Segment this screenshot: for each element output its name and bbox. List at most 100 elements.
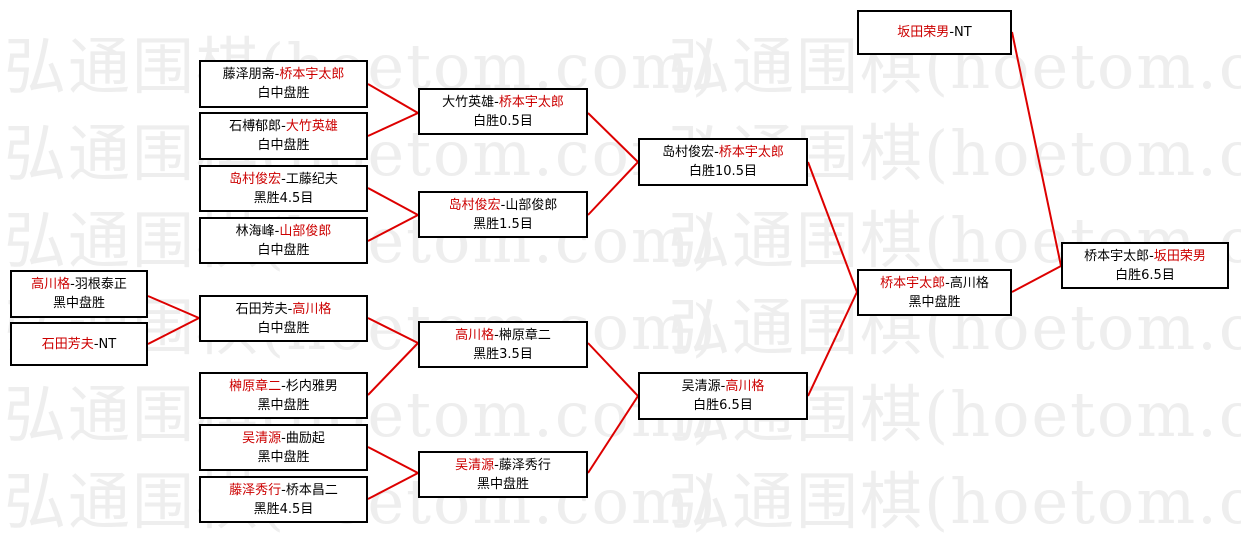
player-name: 藤泽朋斋	[222, 67, 275, 82]
player-name: NT	[98, 336, 117, 352]
match-result: 黑中盘胜	[908, 294, 961, 310]
player-name: 高川格	[949, 275, 989, 291]
connector-line	[367, 214, 419, 242]
player-name: 桥本宇太郎	[279, 67, 345, 82]
connector-line	[807, 291, 858, 397]
match-box: 石榑郁郎-大竹英雄 白中盘胜	[199, 112, 368, 160]
player-name: 羽根泰正	[74, 277, 127, 292]
match-box: 吴清源-高川格 白胜6.5目	[638, 372, 808, 420]
match-players: 石田芳夫-NT	[41, 336, 117, 352]
player-name: 岛村俊宏	[229, 171, 282, 187]
player-name: 岛村俊宏	[662, 145, 715, 160]
match-players: 藤泽秀行-桥本昌二	[229, 482, 338, 498]
connector-line	[147, 317, 200, 345]
player-name: 藤泽秀行	[229, 482, 282, 498]
match-result: 黑胜4.5目	[253, 501, 314, 517]
match-box: 大竹英雄-桥本宇太郎 白胜0.5目	[418, 88, 588, 135]
match-result: 白中盘胜	[257, 138, 310, 153]
connector-line	[1011, 265, 1062, 293]
match-box: 桥本宇太郎-坂田荣男 白胜6.5目	[1061, 242, 1229, 289]
match-box: 藤泽秀行-桥本昌二 黑胜4.5目	[199, 476, 368, 523]
player-name: 榊原章二	[229, 378, 282, 394]
match-players: 大竹英雄-桥本宇太郎	[442, 94, 564, 110]
player-name: NT	[954, 25, 972, 40]
match-players: 林海峰-山部俊郎	[235, 223, 332, 239]
player-name: 桥本宇太郎	[880, 275, 946, 291]
match-box: 岛村俊宏-山部俊郎 黑胜1.5目	[418, 191, 588, 238]
connector-line	[367, 446, 419, 474]
player-name: 高川格	[455, 327, 495, 343]
match-result: 黑胜3.5目	[473, 346, 533, 362]
player-name: 大竹英雄	[285, 119, 338, 134]
connector-line	[807, 161, 858, 293]
match-players: 石榑郁郎-大竹英雄	[229, 119, 338, 134]
match-result: 黑中盘胜	[476, 476, 529, 492]
connector-line	[587, 161, 639, 216]
match-players: 藤泽朋斋-桥本宇太郎	[222, 67, 345, 82]
match-result: 白胜10.5目	[689, 164, 757, 179]
match-result: 白中盘胜	[257, 320, 310, 336]
connector-line	[367, 112, 419, 137]
match-players: 吴清源-高川格	[681, 379, 765, 394]
match-result: 黑中盘胜	[52, 296, 105, 311]
match-box: 岛村俊宏-桥本宇太郎 白胜10.5目	[638, 138, 808, 186]
player-name: 林海峰	[235, 223, 275, 239]
match-box: 榊原章二-杉内雅男 黑中盘胜	[199, 372, 368, 419]
player-name: 桥本宇太郎	[1084, 248, 1150, 264]
connector-line	[1011, 31, 1062, 267]
player-name: 高川格	[292, 301, 332, 317]
player-name: 岛村俊宏	[448, 197, 501, 213]
player-name: 高川格	[725, 379, 765, 394]
match-box: 桥本宇太郎-高川格 黑中盘胜	[857, 269, 1012, 316]
player-name: 桥本昌二	[285, 482, 338, 498]
match-players: 坂田荣男-NT	[897, 25, 972, 40]
player-name: 曲励起	[285, 430, 325, 446]
player-name: 石田芳夫	[235, 301, 288, 317]
match-players: 桥本宇太郎-坂田荣男	[1084, 248, 1206, 264]
match-box: 吴清源-藤泽秀行 黑中盘胜	[418, 451, 588, 498]
player-name: 藤泽秀行	[498, 457, 551, 473]
player-name: 山部俊郎	[505, 197, 558, 213]
player-name: 大竹英雄	[442, 94, 495, 110]
match-result: 黑中盘胜	[257, 397, 310, 413]
connector-line	[587, 342, 639, 397]
player-name: 桥本宇太郎	[498, 94, 564, 110]
player-name: 山部俊郎	[279, 223, 332, 239]
match-players: 高川格-羽根泰正	[31, 277, 127, 292]
player-name: 吴清源	[681, 379, 721, 394]
connector-line	[587, 112, 639, 163]
match-players: 石田芳夫-高川格	[235, 301, 332, 317]
player-name: 坂田荣男	[897, 25, 950, 40]
player-name: 榊原章二	[498, 327, 551, 343]
match-players: 吴清源-曲励起	[242, 430, 325, 446]
connector-line	[587, 395, 639, 474]
player-name: 吴清源	[242, 430, 282, 446]
player-name: 工藤纪夫	[285, 171, 338, 187]
match-box: 坂田荣男-NT	[857, 10, 1012, 55]
match-box: 石田芳夫-NT	[10, 322, 148, 366]
connector-line	[367, 472, 419, 500]
match-box: 藤泽朋斋-桥本宇太郎 白中盘胜	[199, 60, 368, 108]
match-box: 高川格-榊原章二 黑胜3.5目	[418, 321, 588, 368]
connector-line	[367, 187, 419, 216]
player-name: 石榑郁郎	[229, 119, 282, 134]
player-name: 桥本宇太郎	[718, 145, 784, 160]
match-players: 岛村俊宏-桥本宇太郎	[662, 145, 784, 160]
match-box: 高川格-羽根泰正 黑中盘胜	[10, 270, 148, 318]
connector-line	[147, 295, 200, 319]
match-result: 白胜0.5目	[473, 113, 533, 129]
match-players: 高川格-榊原章二	[455, 327, 551, 343]
player-name: 石田芳夫	[41, 336, 94, 352]
match-box: 林海峰-山部俊郎 白中盘胜	[199, 217, 368, 264]
connector-line	[367, 83, 419, 114]
match-players: 吴清源-藤泽秀行	[455, 457, 551, 473]
match-box: 岛村俊宏-工藤纪夫 黑胜4.5目	[199, 165, 368, 212]
match-result: 黑胜4.5目	[253, 190, 314, 206]
match-players: 榊原章二-杉内雅男	[229, 378, 338, 394]
match-result: 白胜6.5目	[1115, 267, 1175, 283]
match-result: 黑胜1.5目	[473, 216, 533, 232]
match-box: 吴清源-曲励起 黑中盘胜	[199, 424, 368, 471]
player-name: 杉内雅男	[285, 378, 338, 394]
match-result: 白胜6.5目	[693, 398, 753, 413]
